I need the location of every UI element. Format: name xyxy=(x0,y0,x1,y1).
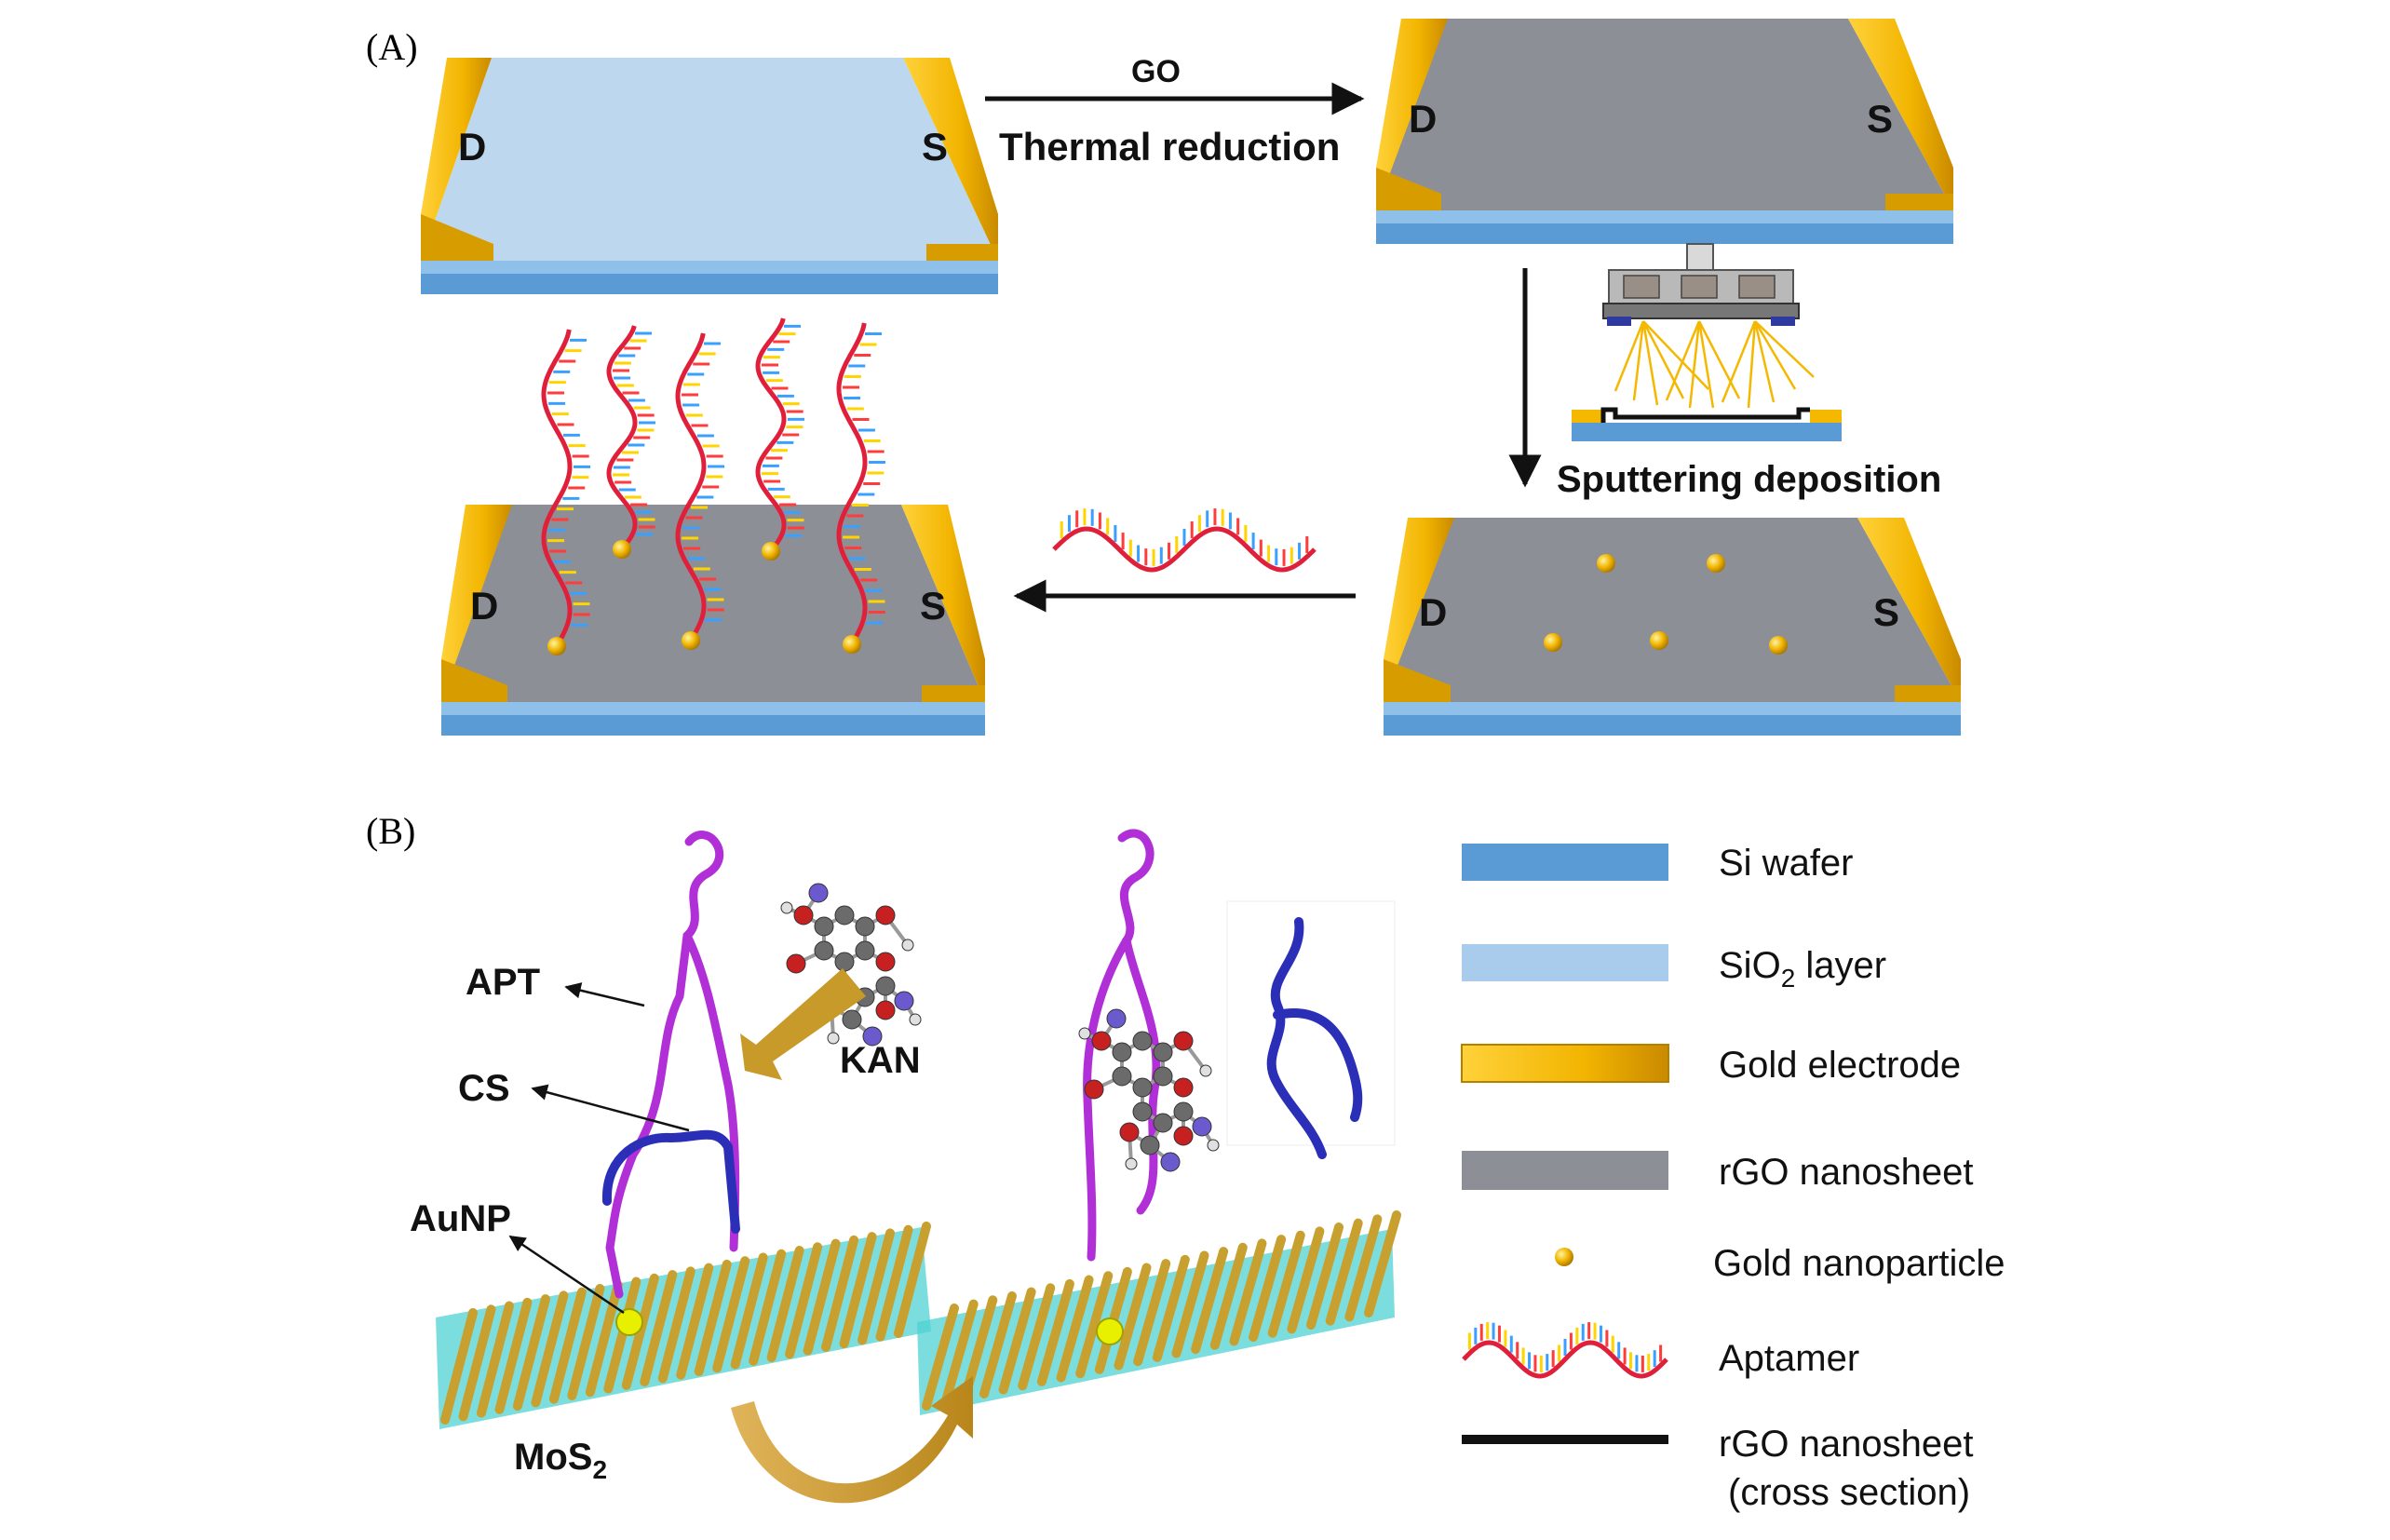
aptamer-probe-left xyxy=(601,831,740,1336)
mos2-sheet-right xyxy=(917,1210,1401,1415)
source-electrode xyxy=(1857,518,1961,702)
si-wafer-layer xyxy=(1376,223,1953,244)
drain-electrode xyxy=(1384,518,1454,702)
mos2-label: MoS2 xyxy=(514,1437,607,1484)
legend-sio2-layer: SiO2 layer xyxy=(1719,945,1886,993)
rgo-surface xyxy=(1384,518,1961,702)
drain-label: D xyxy=(1419,590,1447,634)
aunp-label: AuNP xyxy=(410,1198,511,1239)
sio2-surface xyxy=(421,58,998,261)
kan-label: KAN xyxy=(840,1040,921,1081)
legend: Si wafer SiO2 layer Gold electrode rGO n… xyxy=(1461,843,2005,1513)
gold-nanoparticle xyxy=(1650,631,1668,650)
sputtering-target xyxy=(1602,243,1800,326)
go-label: GO xyxy=(1131,54,1181,89)
legend-rgo-cross-section-1: rGO nanosheet xyxy=(1719,1424,1974,1465)
source-electrode xyxy=(1848,19,1953,210)
device-rgo-aunp: D S xyxy=(1384,518,1961,736)
kan-bound-molecule xyxy=(1078,1008,1220,1172)
aunp-pointer xyxy=(508,1235,625,1315)
si-wafer-layer xyxy=(441,715,985,736)
source-label: S xyxy=(920,584,946,628)
mos2-sheet-left xyxy=(436,1222,931,1429)
legend-rgo-nanosheet: rGO nanosheet xyxy=(1719,1152,1974,1193)
source-label: S xyxy=(922,125,948,169)
drain-label: D xyxy=(470,584,498,628)
thermal-reduction-label: Thermal reduction xyxy=(999,125,1340,169)
sputtering-deposition-label: Sputtering deposition xyxy=(1557,459,1941,500)
cs-label: CS xyxy=(458,1068,510,1109)
legend-swatch-rgo xyxy=(1462,1151,1668,1190)
legend-swatch-gold-electrode xyxy=(1461,1044,1669,1083)
legend-gold-nanoparticle: Gold nanoparticle xyxy=(1713,1243,2005,1284)
si-wafer-layer xyxy=(421,274,998,294)
legend-swatch-gold-np xyxy=(1555,1248,1573,1266)
source-electrode xyxy=(901,505,985,702)
device-sio2: D S xyxy=(421,58,998,294)
cs-pointer xyxy=(531,1084,690,1132)
gold-nanoparticle xyxy=(1707,554,1725,573)
source-electrode xyxy=(903,58,998,261)
source-label: S xyxy=(1867,97,1893,141)
legend-aptamer: Aptamer xyxy=(1719,1338,1859,1379)
transition-arrow xyxy=(731,1376,973,1504)
legend-rgo-cross-section-2: (cross section) xyxy=(1728,1472,1970,1513)
sputter-rays xyxy=(1614,320,1815,409)
legend-swatch-rgo-cross-section xyxy=(1462,1435,1668,1444)
aunp-left xyxy=(615,1308,643,1336)
device-final: D S xyxy=(441,317,985,736)
apt-label: APT xyxy=(466,962,540,1003)
panel-label-b: (B) xyxy=(366,810,415,852)
panel-label-a: (A) xyxy=(366,26,418,68)
legend-si-wafer: Si wafer xyxy=(1719,843,1854,884)
gold-nanoparticle xyxy=(1597,554,1615,573)
legend-swatch-si-wafer xyxy=(1462,844,1668,881)
cross-section-substrate xyxy=(1572,407,1842,441)
legend-swatch-aptamer xyxy=(1462,1322,1668,1379)
immobilized-aptamers xyxy=(541,317,885,655)
si-wafer-layer xyxy=(1384,715,1961,736)
gold-nanoparticle xyxy=(1544,633,1562,652)
drain-electrode xyxy=(441,505,512,702)
legend-swatch-sio2 xyxy=(1462,944,1668,981)
device-rgo: D S xyxy=(1376,19,1953,244)
aunp-right xyxy=(1096,1317,1124,1345)
drain-electrode xyxy=(1376,19,1448,210)
aptamer-probe-right xyxy=(1083,829,1161,1345)
gold-nanoparticle xyxy=(1769,636,1788,655)
drain-label: D xyxy=(1409,97,1437,141)
binding-arrow xyxy=(740,968,866,1080)
legend-gold-electrode: Gold electrode xyxy=(1719,1045,1961,1086)
kan-molecule xyxy=(780,883,922,1047)
drain-electrode xyxy=(421,58,492,261)
released-cs-strand xyxy=(1226,900,1396,1159)
rgo-surface xyxy=(441,505,985,702)
rgo-surface xyxy=(1376,19,1953,210)
drain-label: D xyxy=(458,125,486,169)
apt-pointer xyxy=(564,982,645,1007)
aptamer-strand xyxy=(1052,508,1317,573)
source-label: S xyxy=(1873,590,1899,634)
